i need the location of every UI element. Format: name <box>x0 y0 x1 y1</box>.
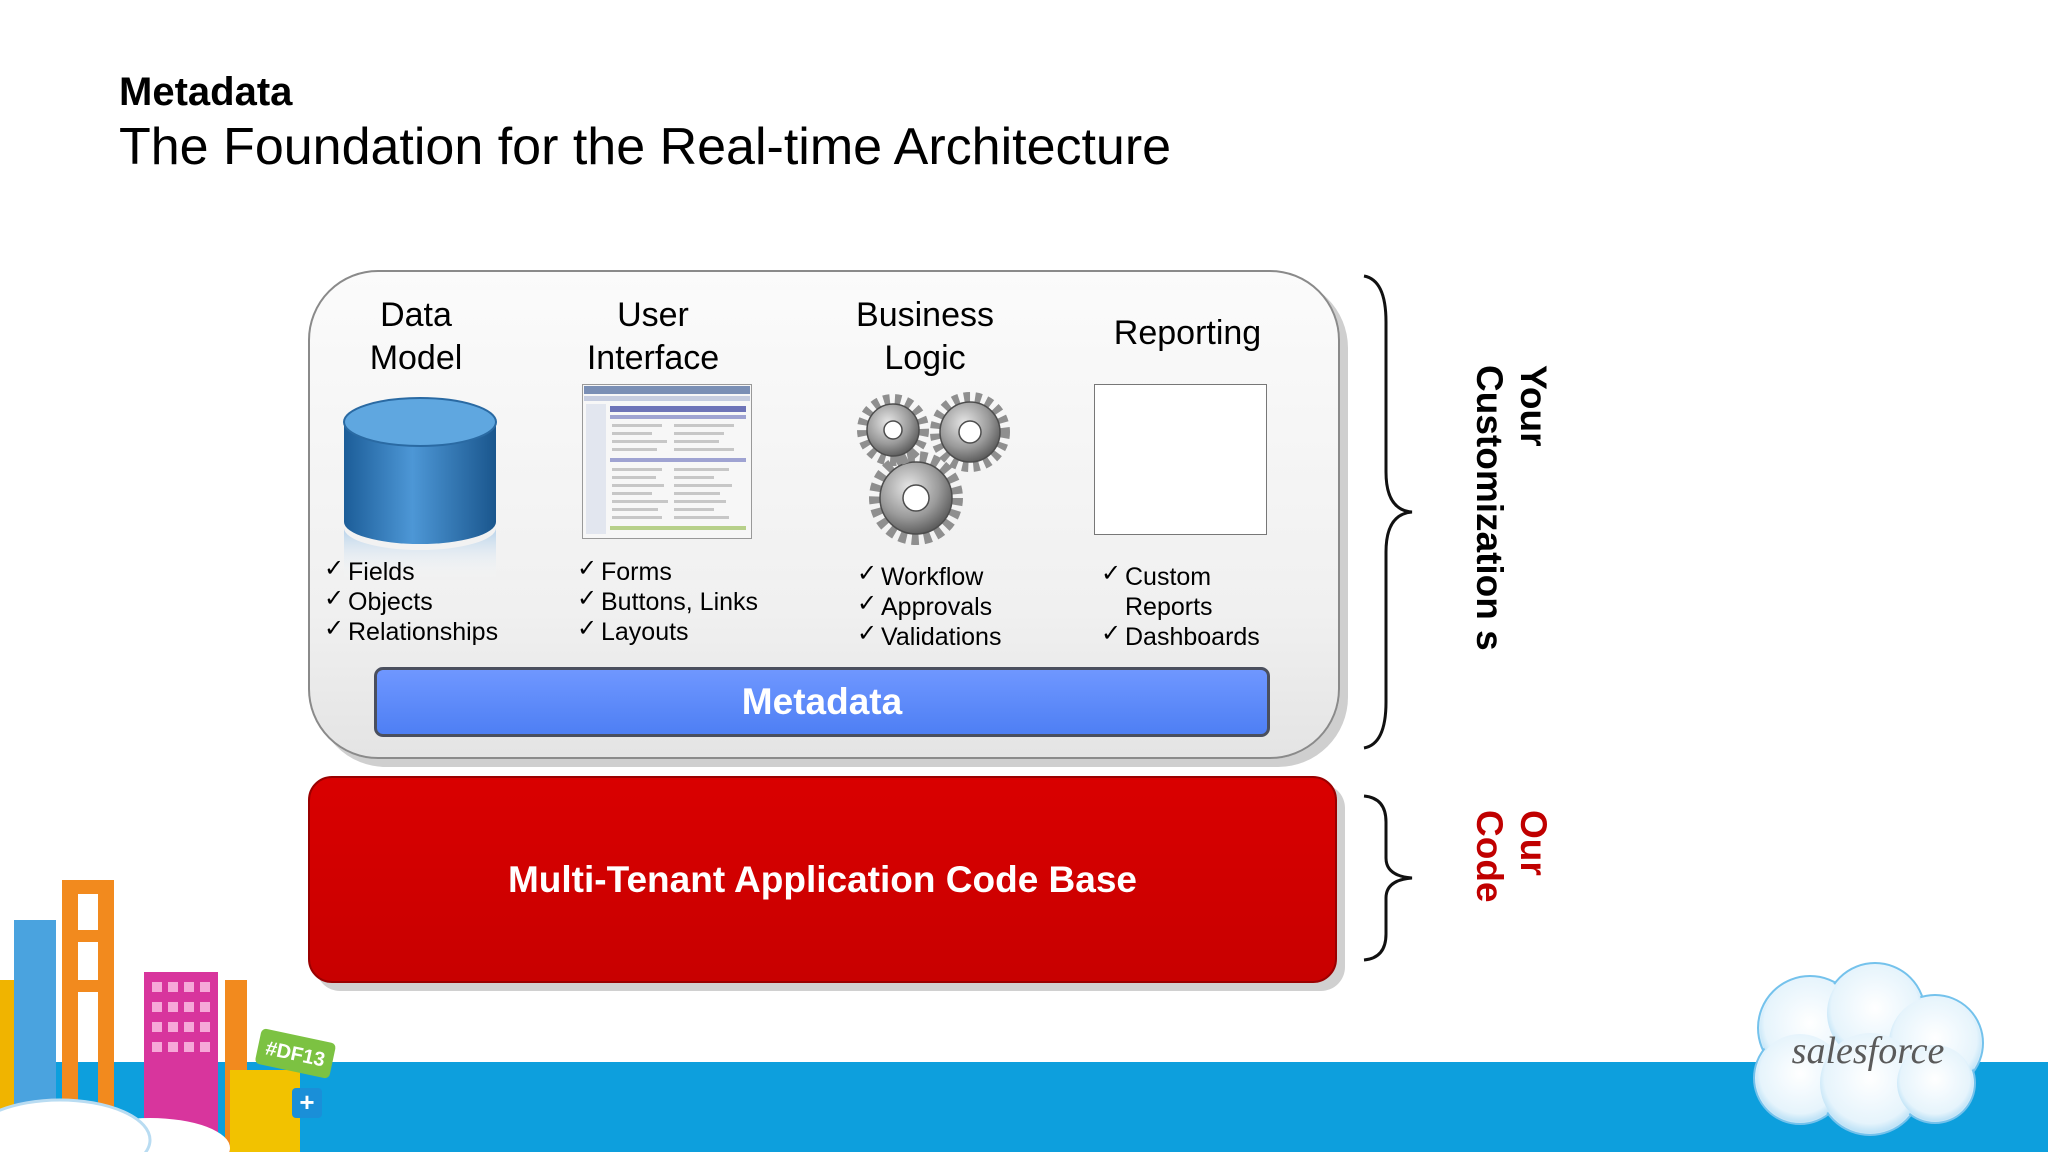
ui-screenshot-icon <box>582 384 752 539</box>
cityscape-illustration: #DF13 + <box>0 880 336 1152</box>
salesforce-logo: salesforce <box>1753 962 1984 1136</box>
metadata-bar: Metadata <box>374 667 1270 737</box>
footer-band <box>0 1062 2048 1152</box>
business-logic-items: Workflow Approvals Validations <box>857 559 1001 652</box>
title-line: Data <box>380 296 452 334</box>
plus-icon: + <box>299 1087 314 1117</box>
logo-text: salesforce <box>1792 1030 1945 1072</box>
title-line: Interface <box>586 339 720 377</box>
list-item: Forms <box>577 554 758 587</box>
slide-subtitle: Metadata <box>119 70 293 114</box>
report-placeholder-icon <box>1094 384 1267 535</box>
our-code-label: Our Code <box>1469 810 1554 903</box>
list-item: Layouts <box>577 614 758 647</box>
column-title-reporting: Reporting <box>1100 312 1275 355</box>
title-line: User <box>617 296 689 334</box>
data-model-items: Fields Objects Relationships <box>324 554 498 647</box>
title-line: Model <box>369 339 463 377</box>
list-item: Buttons, Links <box>577 584 758 617</box>
title-line: Business <box>856 296 994 334</box>
title-line: Logic <box>884 339 966 377</box>
list-item: Objects <box>324 584 498 617</box>
list-item: Dashboards <box>1101 619 1260 652</box>
list-item: Custom <box>1101 559 1260 592</box>
codebase-block: Multi-Tenant Application Code Base <box>308 776 1337 983</box>
list-item: Approvals <box>857 589 1001 622</box>
list-item: Fields <box>324 554 498 587</box>
user-interface-items: Forms Buttons, Links Layouts <box>577 554 758 647</box>
slide-title: The Foundation for the Real-time Archite… <box>119 118 1172 176</box>
title-line: Reporting <box>1113 314 1262 352</box>
your-customizations-label: Your Customization s <box>1469 365 1554 651</box>
list-item: Relationships <box>324 614 498 647</box>
column-title-business-logic: Business Logic <box>830 294 1020 380</box>
our-code-brace <box>1363 794 1413 962</box>
list-item: Reports <box>1125 593 1213 621</box>
list-item: Workflow <box>857 559 1001 592</box>
column-title-data-model: Data Model <box>336 294 496 380</box>
reporting-items: Custom Reports Dashboards <box>1101 559 1260 652</box>
list-item: Validations <box>857 619 1001 652</box>
column-title-user-interface: User Interface <box>563 294 743 380</box>
gears-icon <box>857 392 1010 545</box>
customizations-brace <box>1363 274 1413 750</box>
